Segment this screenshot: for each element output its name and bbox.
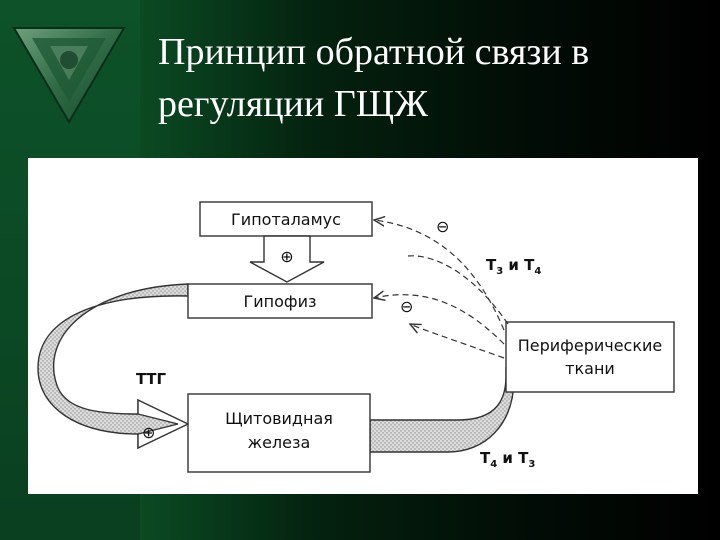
t3-t4-label: Т3 и Т4: [486, 256, 541, 277]
left-loop-arrow: [37, 283, 190, 450]
slide-title: Принцип обратной связи в регуляции ГЩЖ: [158, 26, 698, 130]
triangle-emblem-icon: [12, 27, 126, 124]
thyroid-node: Щитовидная железа: [187, 393, 371, 473]
stimulate-sign-top: ⊕: [280, 247, 293, 266]
inhibit-sign-mid: ⊖: [400, 297, 413, 316]
pituitary-label: Гипофиз: [244, 292, 317, 311]
t4-t3-label: Т4 и Т3: [480, 449, 535, 470]
hypothalamus-node: Гипоталамус: [199, 201, 373, 237]
inhibit-sign-top: ⊖: [436, 217, 449, 236]
feedback-diagram: Гипоталамус ⊕ Гипофиз Щитовидная железа …: [28, 158, 698, 494]
tissue-label-2: ткани: [565, 359, 615, 378]
stimulate-sign-left: ⊕: [142, 423, 155, 442]
hypothalamus-label: Гипоталамус: [231, 210, 341, 229]
down-block-arrow: ⊕: [249, 235, 325, 283]
pituitary-node: Гипофиз: [187, 283, 373, 319]
title-line-2: регуляции ГЩЖ: [158, 83, 429, 125]
tissue-node: Периферические ткани: [505, 321, 675, 393]
feedback-diagram-svg: Гипоталамус ⊕ Гипофиз Щитовидная железа …: [37, 201, 675, 473]
thyroid-label-2: железа: [248, 433, 311, 452]
thyroid-label-1: Щитовидная: [225, 409, 333, 428]
tissue-label-1: Периферические: [518, 336, 663, 355]
feedback-dashed-arrows: [374, 220, 509, 359]
right-loop-band: [369, 367, 515, 453]
ttg-label: ТТГ: [136, 370, 166, 388]
title-line-1: Принцип обратной связи в: [158, 31, 590, 73]
